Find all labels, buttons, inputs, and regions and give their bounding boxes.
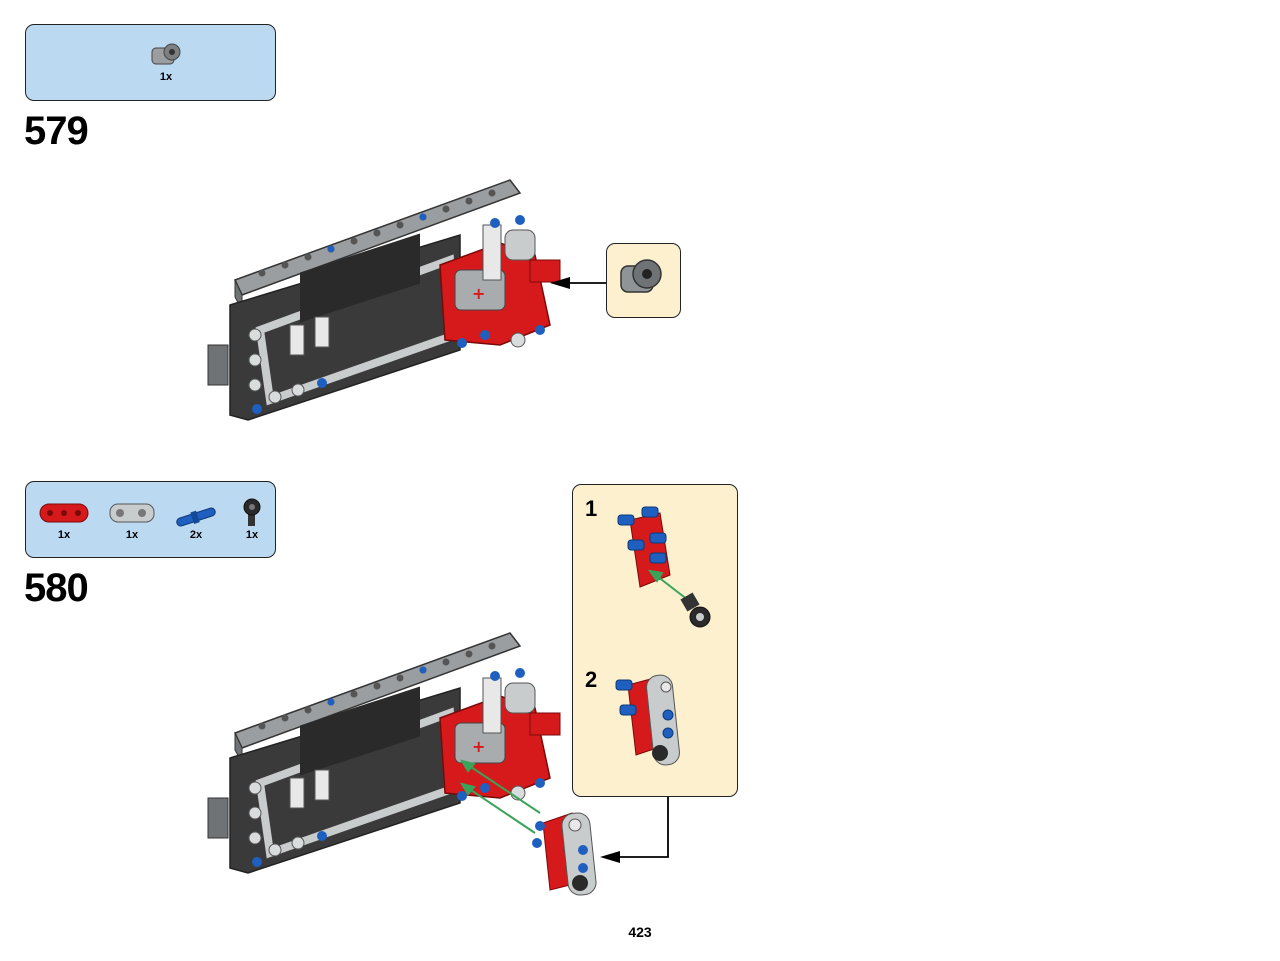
- part-quantity: 1x: [125, 529, 139, 541]
- model-assembly-580: +: [207, 632, 597, 896]
- page-number: 423: [628, 924, 652, 940]
- part-item: 2x: [168, 496, 224, 541]
- substep-2-illustration: [615, 674, 680, 766]
- parts-list-579: 1x: [25, 24, 276, 101]
- part-item: 1x: [104, 496, 160, 541]
- part-item: 1x: [148, 40, 184, 83]
- arrow-icon: [600, 797, 669, 863]
- part-quantity: 1x: [159, 71, 173, 83]
- parts-list-580: 1x 1x 2x 1x: [25, 481, 276, 558]
- step-number: 580: [24, 566, 89, 610]
- gray-connector-icon: [151, 43, 181, 65]
- gray-connector-icon: [620, 259, 662, 293]
- red-beam-icon: [39, 503, 89, 523]
- part-callout-579: [606, 243, 681, 318]
- blue-pin-icon: [176, 507, 216, 527]
- part-item: 1x: [36, 496, 92, 541]
- substep-1-illustration: [617, 506, 711, 628]
- substep-number: 1: [585, 496, 598, 521]
- sub-assembly-part: [532, 812, 597, 896]
- svg-text:+: +: [472, 284, 485, 303]
- gray-cross-block-icon: [109, 503, 155, 523]
- substep-number: 2: [585, 667, 598, 692]
- svg-text:+: +: [472, 737, 485, 756]
- part-item: 1x: [232, 496, 272, 541]
- arrow-icon: [550, 277, 606, 289]
- black-connector-icon: [243, 498, 261, 526]
- part-quantity: 1x: [245, 529, 259, 541]
- model-assembly-579: +: [207, 179, 561, 421]
- substep-callout-580: 1 2: [572, 484, 738, 797]
- step-number: 579: [24, 109, 89, 153]
- part-quantity: 2x: [189, 529, 203, 541]
- part-quantity: 1x: [57, 529, 71, 541]
